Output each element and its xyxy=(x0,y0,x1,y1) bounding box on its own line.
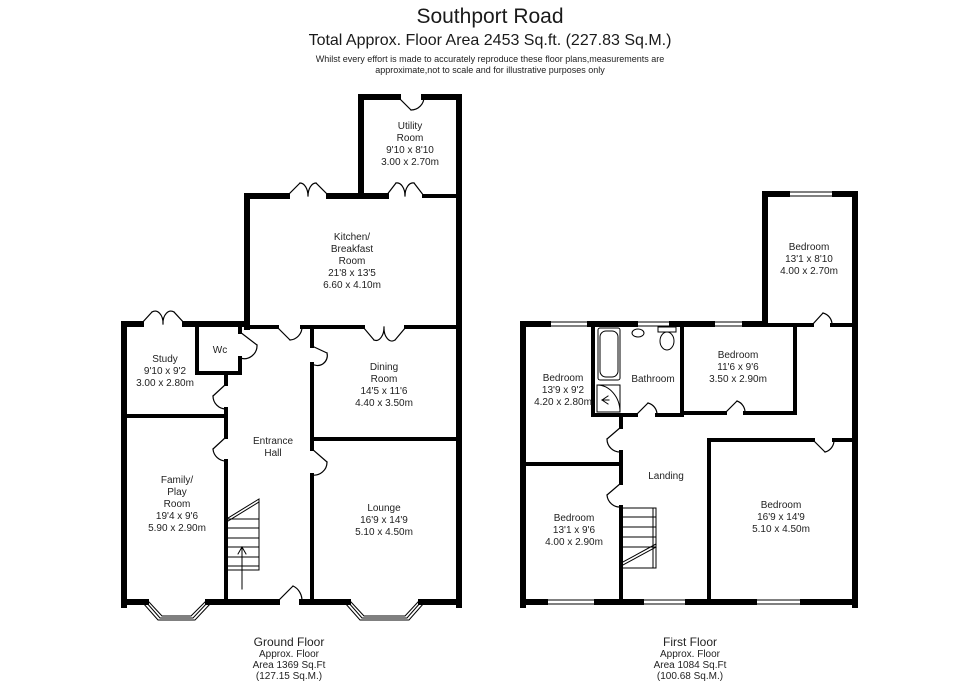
room-name: Utility xyxy=(397,121,423,132)
property-title: Southport Road xyxy=(416,5,564,28)
floor-area-sqm: (127.15 Sq.M.) xyxy=(255,671,323,682)
room-name: Bedroom xyxy=(717,350,759,361)
room-name: Dining xyxy=(369,362,399,373)
room-label-dining: Dining Room 14'5 x 11'6 4.40 x 3.50m xyxy=(355,362,413,410)
room-dims-metric: 4.40 x 3.50m xyxy=(355,398,413,409)
room-dims-imperial: 11'6 x 9'6 xyxy=(717,362,759,373)
bathroom-fixtures xyxy=(596,326,677,413)
room-dims-metric: 4.00 x 2.90m xyxy=(545,537,603,548)
room-label-bedroom-rear: Bedroom 13'1 x 8'10 4.00 x 2.70m xyxy=(780,242,838,278)
room-label-bedroom-front: Bedroom 16'9 x 14'9 5.10 x 4.50m xyxy=(752,500,810,536)
floor-area-label: Approx. Floor xyxy=(258,649,320,660)
room-name: Breakfast xyxy=(330,244,374,255)
floor-area-sqft: Area 1369 Sq.Ft xyxy=(252,660,326,671)
toilet-icon xyxy=(657,326,677,333)
room-dims-imperial: 13'1 x 9'6 xyxy=(552,525,596,536)
floor-area-sqm: (100.68 Sq.M.) xyxy=(656,671,724,682)
room-dims-metric: 5.10 x 4.50m xyxy=(355,527,413,538)
room-name: Hall xyxy=(264,448,282,459)
room-name: Bedroom xyxy=(760,500,802,511)
room-label-bedroom-middle: Bedroom 11'6 x 9'6 3.50 x 2.90m xyxy=(709,350,767,386)
room-dims-imperial: 13'1 x 8'10 xyxy=(785,254,833,265)
first-floor-walls xyxy=(520,191,858,608)
room-name: Bedroom xyxy=(788,242,830,253)
ground-floor-walls xyxy=(121,94,462,608)
room-label-family-play: Family/ Play Room 19'4 x 9'6 5.90 x 2.90… xyxy=(148,475,206,535)
room-label-bedroom-left-top: Bedroom 13'9 x 9'2 4.20 x 2.80m xyxy=(534,373,592,409)
ground-floor-caption: Ground Floor Approx. Floor Area 1369 Sq.… xyxy=(253,635,326,682)
room-dims-imperial: 16'9 x 14'9 xyxy=(757,512,805,523)
room-name: Bedroom xyxy=(553,513,595,524)
room-name: Bathroom xyxy=(631,374,675,385)
room-dims-metric: 6.60 x 4.10m xyxy=(323,280,381,291)
room-dims-imperial: 9'10 x 9'2 xyxy=(143,366,187,377)
room-name: Entrance xyxy=(252,436,294,447)
room-dims-metric: 4.20 x 2.80m xyxy=(534,397,592,408)
ground-floor-stairs xyxy=(227,498,260,590)
room-name: Bedroom xyxy=(542,373,584,384)
room-label-utility: Utility Room 9'10 x 8'10 3.00 x 2.70m xyxy=(381,121,439,169)
room-name: Kitchen/ xyxy=(333,232,371,243)
room-label-bedroom-left-bottom: Bedroom 13'1 x 9'6 4.00 x 2.90m xyxy=(545,513,603,549)
room-name: Play xyxy=(167,487,187,498)
first-floor-caption: First Floor Approx. Floor Area 1084 Sq.F… xyxy=(654,635,727,682)
room-label-bathroom: Bathroom xyxy=(631,374,674,386)
room-label-lounge: Lounge 16'9 x 14'9 5.10 x 4.50m xyxy=(355,503,413,539)
room-dims-imperial: 9'10 x 8'10 xyxy=(386,145,434,156)
first-floor-doors xyxy=(606,312,835,508)
floor-name: First Floor xyxy=(662,635,717,649)
bath-icon xyxy=(597,327,621,381)
room-dims-metric: 3.00 x 2.70m xyxy=(381,157,439,168)
room-dims-metric: 3.50 x 2.90m xyxy=(709,374,767,385)
first-floor-windows xyxy=(544,191,836,605)
room-dims-imperial: 16'9 x 14'9 xyxy=(360,515,408,526)
room-dims-imperial: 14'5 x 11'6 xyxy=(360,386,408,397)
ground-floor-doors xyxy=(140,96,425,603)
room-label-kitchen: Kitchen/ Breakfast Room 21'8 x 13'5 6.60… xyxy=(323,232,381,292)
first-floor-stairs xyxy=(622,507,657,569)
room-label-study: Study 9'10 x 9'2 3.00 x 2.80m xyxy=(136,354,194,390)
room-dims-imperial: 21'8 x 13'5 xyxy=(328,268,376,279)
floor-area-label: Approx. Floor xyxy=(659,649,721,660)
room-label-landing: Landing xyxy=(648,471,684,483)
bay-windows xyxy=(142,601,425,621)
room-name: Family/ xyxy=(160,475,194,486)
room-dims-metric: 5.90 x 2.90m xyxy=(148,523,206,534)
room-name: Landing xyxy=(648,471,684,482)
floor-area-sqft: Area 1084 Sq.Ft xyxy=(653,660,727,671)
floor-name: Ground Floor xyxy=(253,635,325,649)
room-name: Room xyxy=(163,499,191,510)
sink-icon xyxy=(631,328,645,338)
room-dims-metric: 5.10 x 4.50m xyxy=(752,524,810,535)
disclaimer-text: Whilst every effort is made to accuratel… xyxy=(315,54,665,75)
room-dims-imperial: 19'4 x 9'6 xyxy=(155,511,199,522)
room-name: Room xyxy=(396,133,424,144)
room-label-wc: Wc xyxy=(213,345,227,357)
room-name: Lounge xyxy=(367,503,401,514)
room-label-entrance-hall: Entrance Hall xyxy=(253,436,293,460)
room-dims-metric: 4.00 x 2.70m xyxy=(780,266,838,277)
room-name: Room xyxy=(370,374,398,385)
room-name: Room xyxy=(338,256,366,267)
room-name: Study xyxy=(152,354,178,365)
room-dims-imperial: 13'9 x 9'2 xyxy=(541,385,585,396)
room-name: Wc xyxy=(212,345,228,356)
room-dims-metric: 3.00 x 2.80m xyxy=(136,378,194,389)
total-floor-area: Total Approx. Floor Area 2453 Sq.ft. (22… xyxy=(308,32,672,49)
